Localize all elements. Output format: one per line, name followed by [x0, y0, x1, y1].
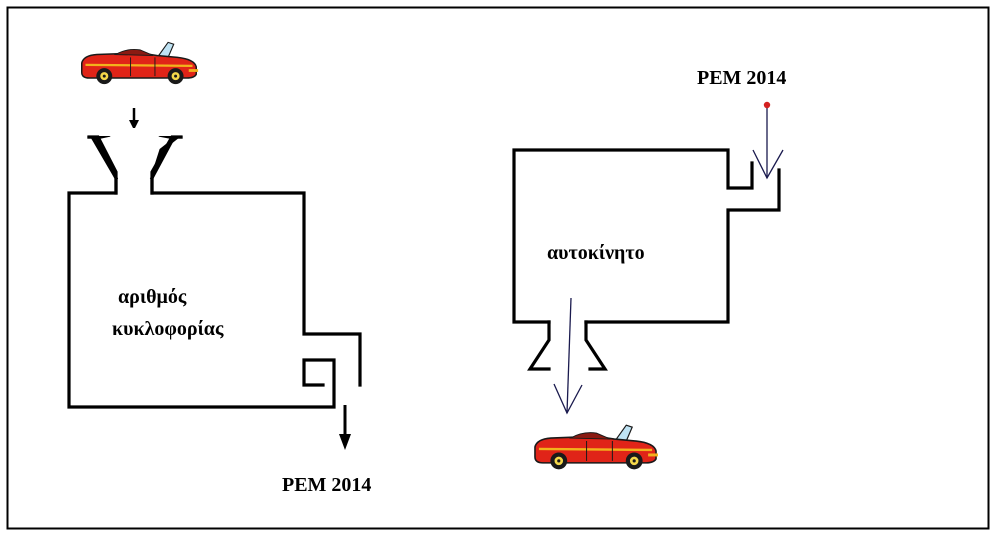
right-input-arrow — [752, 101, 784, 180]
right-input-label: PEM 2014 — [697, 67, 786, 89]
input-arrow — [129, 108, 139, 130]
diagram-frame — [6, 6, 990, 530]
right-funnel — [527, 320, 608, 371]
output-car-icon — [533, 423, 660, 471]
left-machine-outline — [67, 133, 362, 409]
left-output-label: PEM 2014 — [282, 474, 371, 496]
output-arrow — [339, 405, 351, 450]
input-car-icon — [80, 40, 200, 86]
input-point-dot — [763, 101, 771, 109]
right-output-arrow — [553, 297, 583, 415]
right-machine-label: αυτοκίνητο — [547, 242, 645, 264]
left-machine-label-line2: κυκλοφορίας — [112, 318, 224, 340]
left-machine-label-line1: αριθμός — [118, 286, 187, 308]
left-machine: αριθμός κυκλοφορίας PEM 2014 — [67, 40, 371, 496]
right-machine: PEM 2014 αυτοκίνητο — [512, 67, 786, 471]
right-machine-outline — [512, 148, 781, 324]
